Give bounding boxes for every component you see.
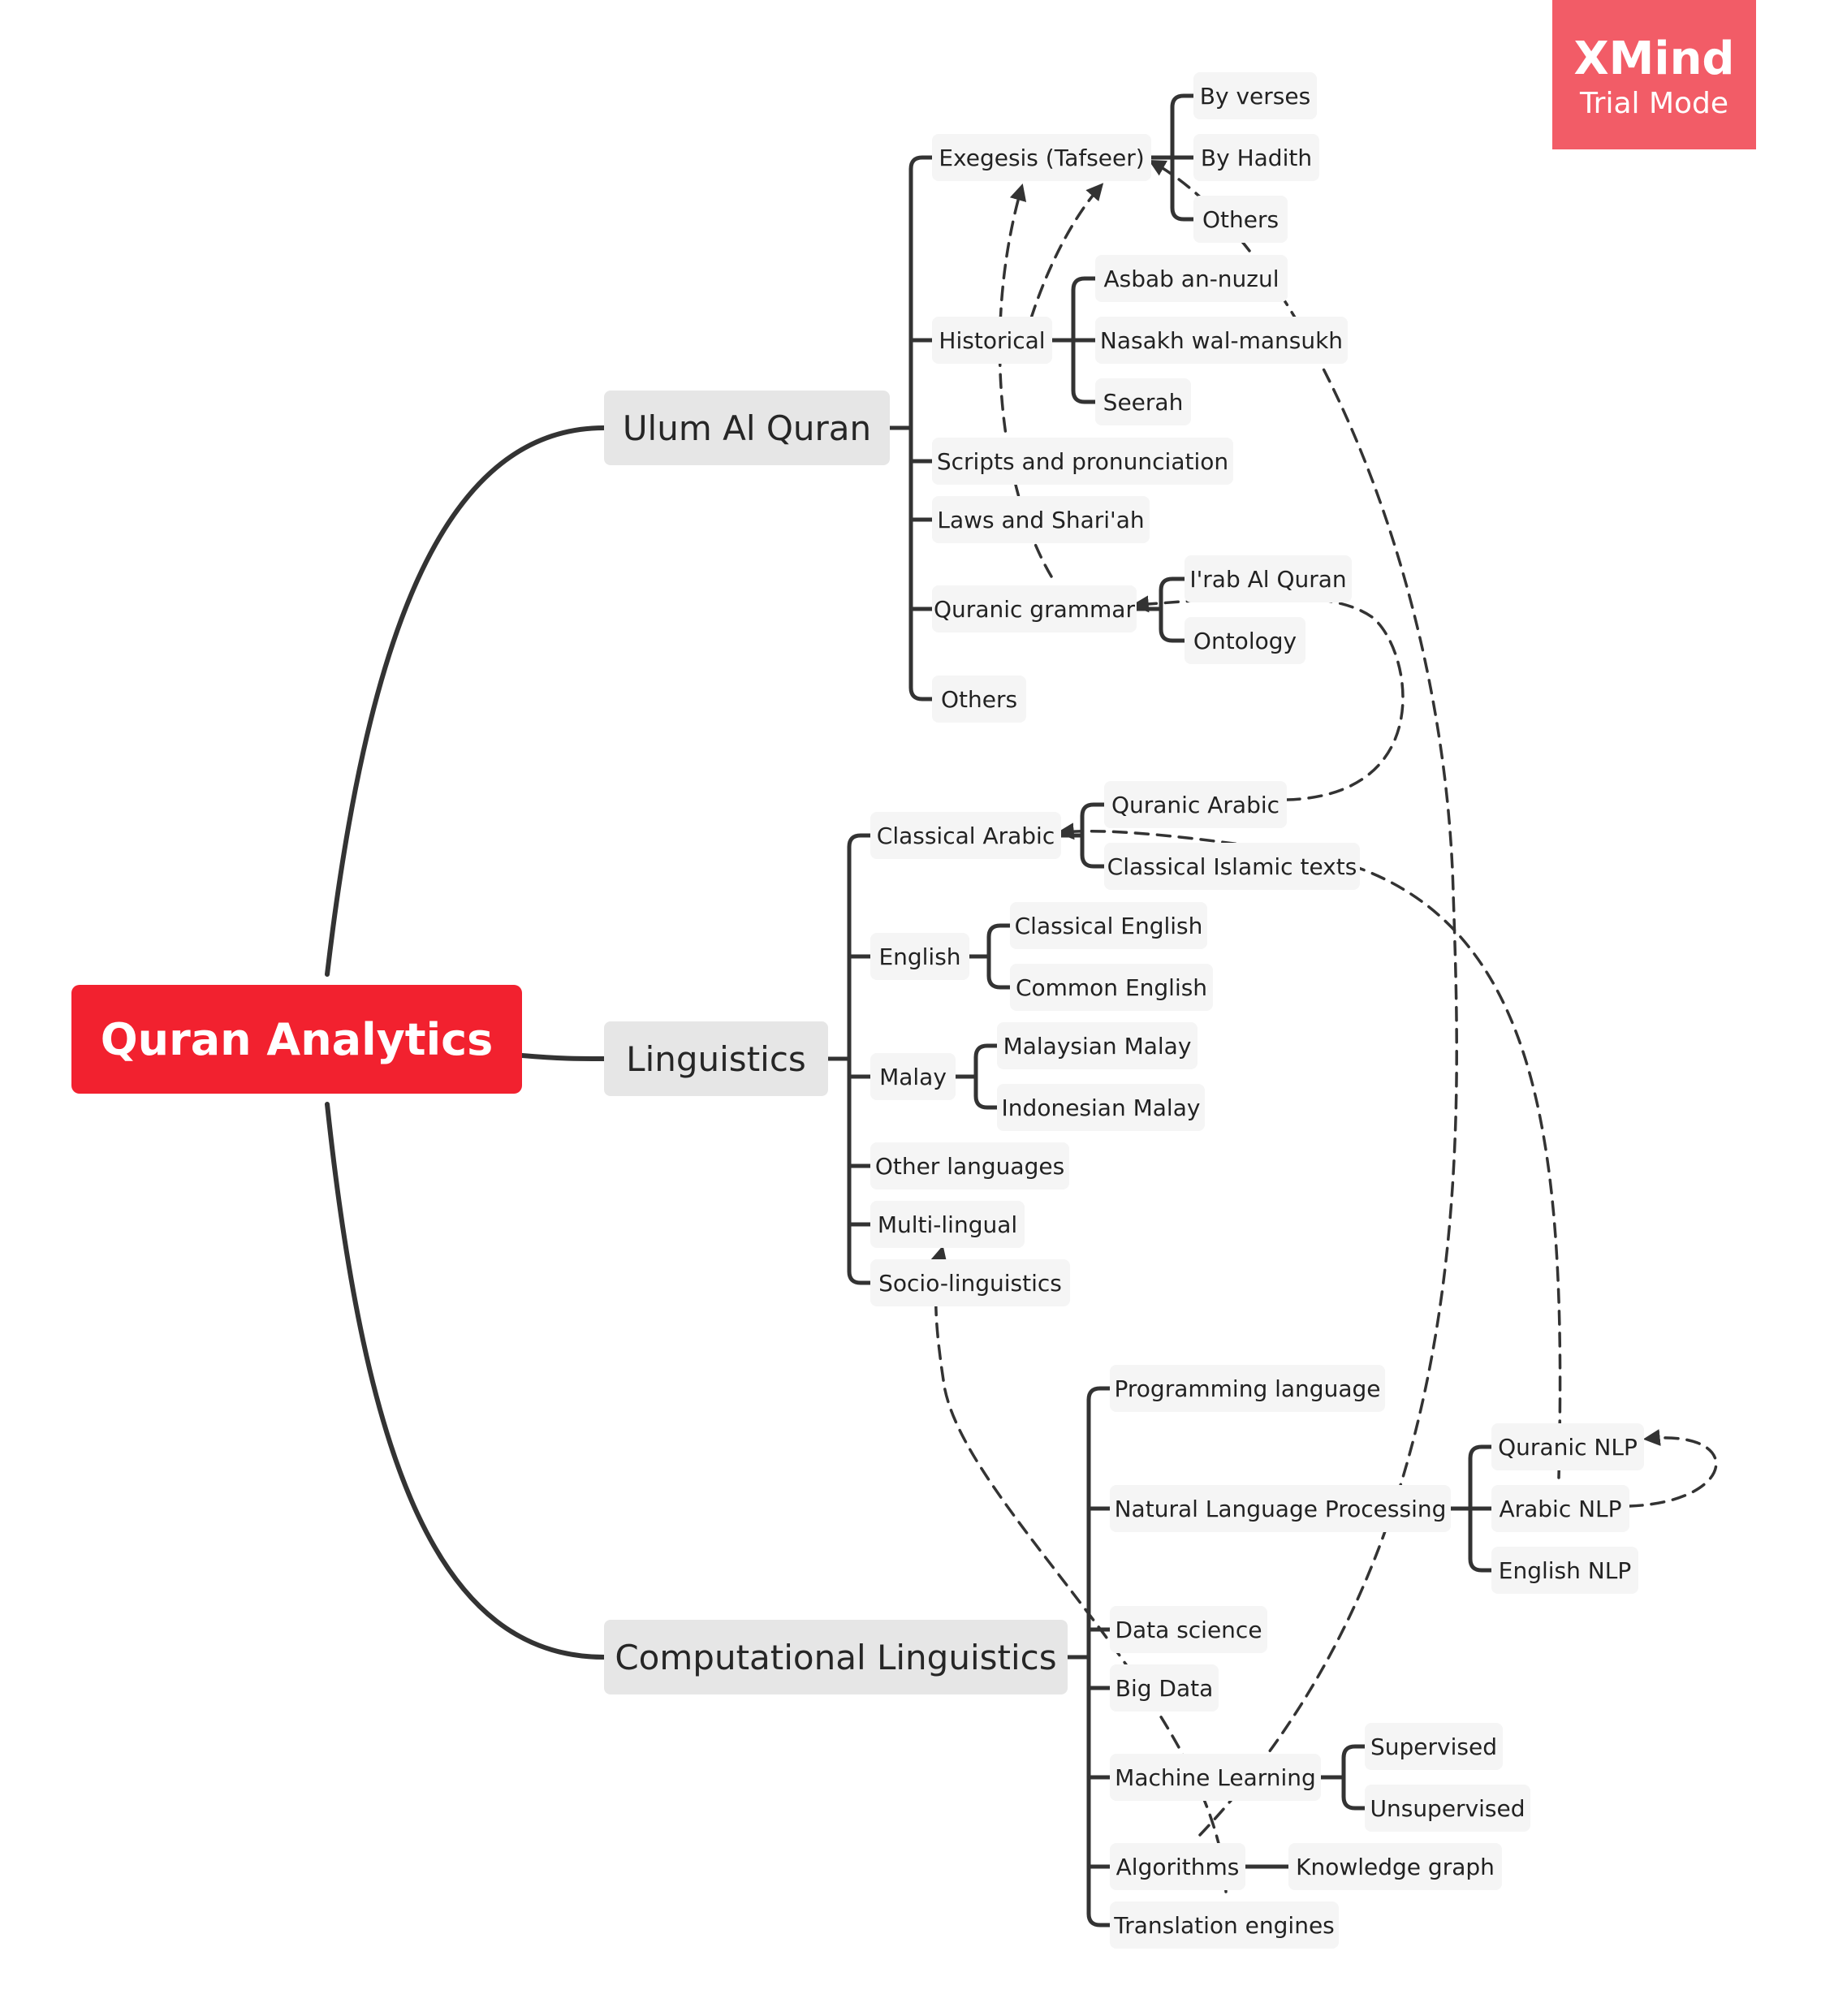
subtopic-classical-english[interactable]: Classical English: [1010, 902, 1207, 949]
topic-natural-language-processing[interactable]: Natural Language Processing: [1110, 1485, 1451, 1532]
relation-arabic-nlp-classical-arabic: [1056, 822, 1562, 1479]
subtopic-knowledge-graph[interactable]: Knowledge graph: [1288, 1843, 1502, 1890]
connector-line-25: [973, 1043, 999, 1110]
topic-historical[interactable]: Historical: [932, 317, 1052, 364]
topic-laws-shariah[interactable]: Laws and Shari'ah: [932, 496, 1150, 543]
relation-arabic-quranic-nlp: [1628, 1429, 1718, 1508]
connector-line-23: [986, 923, 1012, 990]
watermark-brand: XMind: [1573, 32, 1735, 85]
subtopic-classical-islamic-texts[interactable]: Classical Islamic texts: [1104, 843, 1360, 890]
connector-line-21: [1080, 802, 1107, 869]
subtopic-irab-al-quran[interactable]: I'rab Al Quran: [1185, 555, 1352, 602]
subtopic-english-nlp[interactable]: English NLP: [1491, 1547, 1638, 1594]
subtopic-asbab-an-nuzul[interactable]: Asbab an-nuzul: [1095, 255, 1288, 302]
connector-line-15: [847, 833, 873, 1285]
connector-root-ulum: [325, 425, 606, 977]
subtopic-seerah[interactable]: Seerah: [1095, 378, 1191, 425]
topic-multi-lingual[interactable]: Multi-lingual: [870, 1201, 1025, 1248]
topic-big-data[interactable]: Big Data: [1110, 1664, 1219, 1712]
topic-programming-language[interactable]: Programming language: [1110, 1365, 1385, 1412]
connector-line-27: [1086, 1386, 1112, 1928]
topic-scripts-pronunciation[interactable]: Scripts and pronunciation: [932, 438, 1233, 485]
branch-ulum-al-quran[interactable]: Ulum Al Quran: [604, 391, 890, 465]
subtopic-malaysian-malay[interactable]: Malaysian Malay: [997, 1022, 1198, 1069]
connector-line-37: [1341, 1744, 1367, 1811]
subtopic-ontology[interactable]: Ontology: [1185, 617, 1305, 664]
subtopic-indonesian-malay[interactable]: Indonesian Malay: [997, 1084, 1205, 1131]
subtopic-exegesis-others[interactable]: Others: [1193, 196, 1288, 243]
connector-line-13: [1159, 576, 1187, 643]
subtopic-quranic-nlp[interactable]: Quranic NLP: [1491, 1423, 1644, 1470]
xmind-trial-watermark: XMind Trial Mode: [1552, 0, 1756, 149]
topic-exegesis[interactable]: Exegesis (Tafseer): [932, 134, 1151, 181]
subtopic-arabic-nlp[interactable]: Arabic NLP: [1491, 1485, 1629, 1532]
topic-socio-linguistics[interactable]: Socio-linguistics: [870, 1259, 1070, 1306]
subtopic-common-english[interactable]: Common English: [1010, 964, 1213, 1011]
topic-malay[interactable]: Malay: [870, 1053, 956, 1100]
connector-root-linguistics: [520, 1053, 606, 1061]
topic-other-languages[interactable]: Other languages: [870, 1142, 1069, 1189]
subtopic-by-verses[interactable]: By verses: [1193, 72, 1317, 119]
subtopic-by-hadith[interactable]: By Hadith: [1193, 134, 1319, 181]
connector-root-computational: [325, 1102, 606, 1660]
topic-english[interactable]: English: [870, 933, 969, 980]
subtopic-quranic-arabic[interactable]: Quranic Arabic: [1104, 781, 1287, 828]
topic-algorithms[interactable]: Algorithms: [1110, 1843, 1245, 1890]
connector-line-1: [908, 155, 934, 701]
branch-linguistics[interactable]: Linguistics: [604, 1021, 828, 1096]
topic-quranic-grammar[interactable]: Quranic grammar: [932, 585, 1137, 632]
watermark-mode: Trial Mode: [1579, 87, 1729, 120]
relation-historical-exegesis: [1029, 183, 1104, 320]
central-topic[interactable]: Quran Analytics: [71, 985, 522, 1094]
topic-ulum-others[interactable]: Others: [932, 676, 1026, 723]
topic-machine-learning[interactable]: Machine Learning: [1110, 1754, 1321, 1801]
topic-classical-arabic[interactable]: Classical Arabic: [870, 812, 1061, 859]
branch-computational-linguistics[interactable]: Computational Linguistics: [604, 1620, 1068, 1694]
topic-data-science[interactable]: Data science: [1110, 1606, 1267, 1653]
subtopic-nasakh-wal-mansukh[interactable]: Nasakh wal-mansukh: [1095, 317, 1348, 364]
subtopic-unsupervised[interactable]: Unsupervised: [1365, 1785, 1530, 1832]
subtopic-supervised[interactable]: Supervised: [1365, 1723, 1503, 1770]
topic-translation-engines[interactable]: Translation engines: [1110, 1902, 1339, 1949]
